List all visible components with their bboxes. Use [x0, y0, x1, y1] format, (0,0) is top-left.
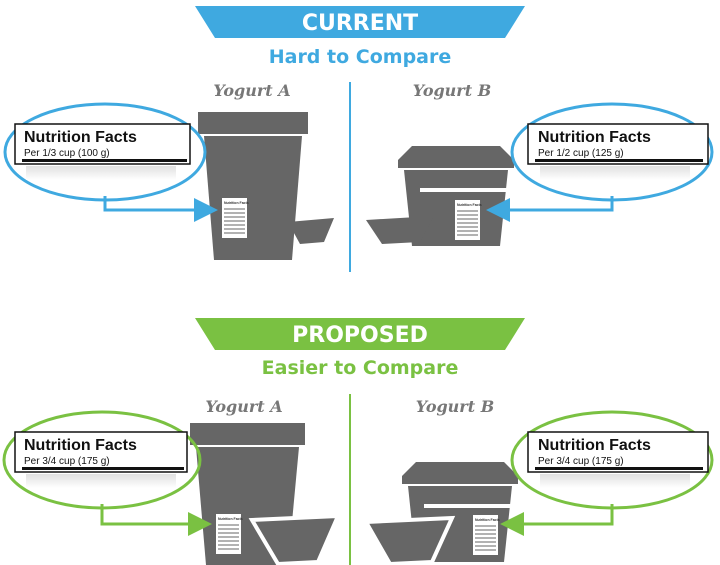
proposed-yogurt-b-container: Nutrition Facts	[362, 462, 518, 565]
proposed-section: PROPOSED Easier to Compare Yogurt A Yogu…	[2, 318, 714, 565]
current-yogurt-b-callout: Nutrition Facts Per 1/2 cup (125 g)	[486, 102, 714, 222]
proposed-yogurt-a-nf-title: Nutrition Facts	[24, 437, 137, 454]
current-yogurt-b-mini-label	[455, 200, 480, 240]
proposed-yogurt-b-mini-label	[473, 515, 498, 555]
current-banner-text: CURRENT	[302, 11, 418, 36]
current-yogurt-b-nf-title: Nutrition Facts	[538, 129, 651, 146]
proposed-yogurt-b-serving: Per 3/4 cup (175 g)	[538, 456, 624, 467]
proposed-yogurt-b-nf-title: Nutrition Facts	[538, 437, 651, 454]
proposed-yogurt-a-serving-bowl	[248, 513, 342, 565]
proposed-yogurt-a-mini-label-text: Nutrition Facts	[218, 517, 243, 521]
proposed-yogurt-a-mini-label	[216, 514, 241, 554]
proposed-subtitle: Easier to Compare	[262, 357, 459, 379]
current-yogurt-b-serving: Per 1/2 cup (125 g)	[538, 148, 624, 159]
current-yogurt-a-label: Yogurt A	[213, 81, 290, 100]
proposed-banner-text: PROPOSED	[292, 323, 428, 348]
proposed-yogurt-b-callout: Nutrition Facts Per 3/4 cup (175 g)	[500, 410, 714, 536]
current-yogurt-a-serving-bowl	[288, 218, 334, 244]
current-yogurt-b-serving-bowl	[366, 216, 434, 244]
proposed-yogurt-a-serving: Per 3/4 cup (175 g)	[24, 456, 110, 467]
current-section: CURRENT Hard to Compare Yogurt A Yogurt …	[3, 6, 714, 272]
current-yogurt-a-mini-label	[222, 198, 247, 238]
current-yogurt-b-mini-label-text: Nutrition Facts	[457, 203, 482, 207]
proposed-banner	[195, 318, 525, 350]
current-yogurt-a-serving: Per 1/3 cup (100 g)	[24, 148, 110, 159]
proposed-yogurt-b-serving-bowl	[362, 515, 456, 565]
proposed-yogurt-a-container: Nutrition Facts	[190, 423, 342, 565]
proposed-yogurt-b-mini-label-text: Nutrition Facts	[475, 518, 500, 522]
current-yogurt-b-container: Nutrition Facts	[366, 146, 514, 246]
current-banner	[195, 6, 525, 38]
current-yogurt-b-label: Yogurt B	[413, 81, 491, 100]
current-subtitle: Hard to Compare	[269, 46, 452, 68]
current-yogurt-a-nf-title: Nutrition Facts	[24, 129, 137, 146]
current-yogurt-a-callout: Nutrition Facts Per 1/3 cup (100 g)	[3, 102, 218, 222]
current-yogurt-a-container: Nutrition Facts	[198, 112, 334, 260]
proposed-yogurt-a-callout: Nutrition Facts Per 3/4 cup (175 g)	[2, 410, 212, 536]
proposed-yogurt-b-label: Yogurt B	[416, 397, 494, 416]
current-yogurt-a-mini-label-text: Nutrition Facts	[224, 201, 249, 205]
proposed-yogurt-a-label: Yogurt A	[205, 397, 282, 416]
